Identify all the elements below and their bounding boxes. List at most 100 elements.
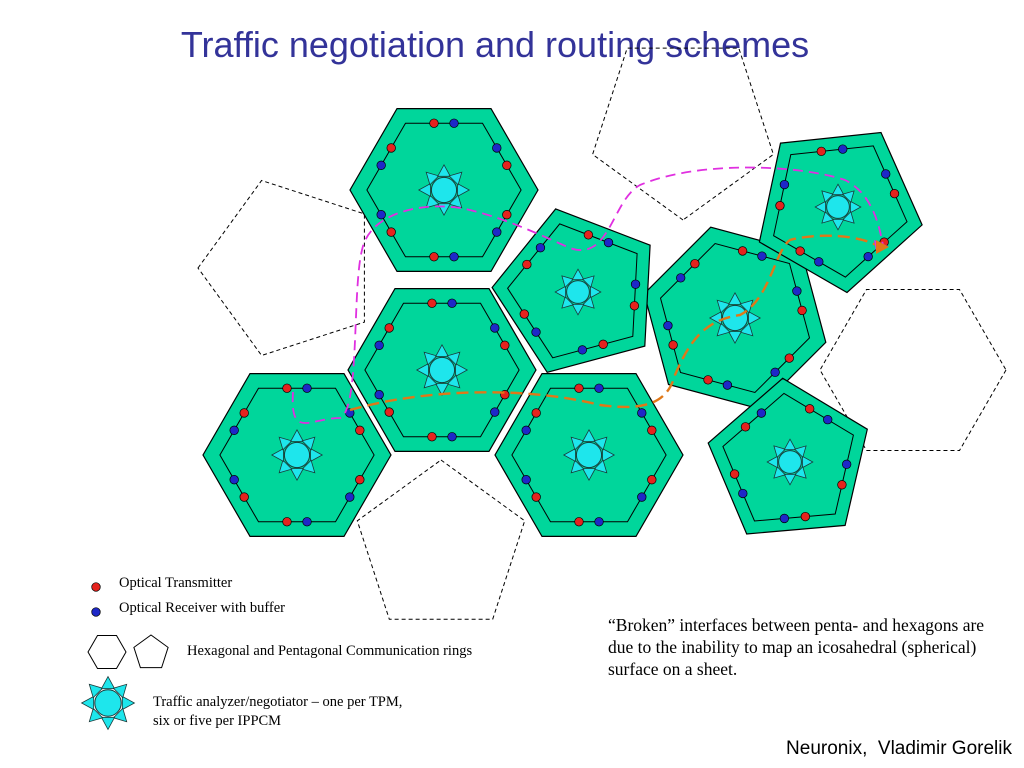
optical-transmitter <box>574 383 584 393</box>
optical-transmitter <box>583 230 594 240</box>
legend-analyzer-label-2: six or five per IPPCM <box>153 713 282 729</box>
optical-transmitter <box>647 475 657 485</box>
analyzer-ray <box>582 428 596 442</box>
magenta-route <box>291 166 884 424</box>
orange-route <box>349 234 877 412</box>
analyzer-ray <box>590 285 602 299</box>
analyzer-ray <box>278 459 293 474</box>
analyzer-ray <box>814 200 826 214</box>
analyzer-ray <box>831 218 845 231</box>
optical-receiver <box>492 143 502 153</box>
analyzer-core <box>430 176 458 204</box>
traffic-analyzer <box>814 183 862 231</box>
optical-receiver <box>449 118 459 128</box>
optical-transmitter <box>384 323 394 333</box>
optical-transmitter <box>429 118 439 128</box>
optical-transmitter <box>427 298 437 308</box>
analyzer-ray <box>766 455 778 469</box>
optical-receiver <box>376 160 386 170</box>
pentagon-module <box>707 377 868 535</box>
traffic-analyzer <box>766 438 814 486</box>
analyzer-ray <box>582 468 596 482</box>
optical-receiver <box>630 279 641 289</box>
analyzer-ray <box>841 190 855 204</box>
analyzer-ray <box>448 194 463 209</box>
hexagon-ring-icon <box>87 635 127 669</box>
analyzer-ray <box>290 468 304 482</box>
hexagon-module <box>202 373 392 538</box>
analyzer-ray <box>457 183 471 197</box>
analyzer-ray <box>562 448 576 462</box>
orange-route-arrowhead <box>876 240 889 254</box>
optical-receiver <box>490 323 500 333</box>
analyzer-ray <box>571 303 585 316</box>
optical-transmitter <box>239 492 249 502</box>
optical-receiver <box>449 252 459 262</box>
optical-transmitter-icon <box>91 582 101 592</box>
optical-receiver <box>792 286 802 296</box>
analyzer-ray <box>425 194 440 209</box>
traffic-analyzer <box>554 268 602 316</box>
optical-receiver <box>521 475 531 485</box>
analyzer-ray <box>415 363 429 377</box>
optical-transmitter <box>629 301 640 311</box>
traffic-analyzer-icon <box>80 675 136 731</box>
broken-interfaces-note: “Broken” interfaces between penta- and h… <box>608 615 985 679</box>
optical-transmitter <box>239 408 249 418</box>
communication-ring <box>506 223 638 359</box>
author-credit: Neuronix, Vladimir Gorelik <box>786 738 1012 759</box>
optical-transmitter <box>690 259 700 269</box>
optical-transmitter <box>740 422 751 432</box>
analyzer-ray <box>841 210 855 224</box>
analyzer-ray <box>121 695 136 711</box>
analyzer-core <box>575 441 603 469</box>
virtual-ring-outline <box>592 47 774 221</box>
optical-transmitter <box>574 517 584 527</box>
analyzer-core <box>283 441 311 469</box>
analyzer-ray <box>446 374 461 389</box>
analyzer-ray <box>773 465 787 479</box>
analyzer-ray <box>425 171 440 186</box>
optical-receiver <box>663 320 673 331</box>
optical-transmitter <box>784 353 794 363</box>
optical-receiver <box>302 383 312 393</box>
optical-receiver <box>842 459 852 469</box>
pentagon-module <box>758 131 923 294</box>
optical-receiver <box>594 383 604 393</box>
analyzer-ray <box>783 473 797 486</box>
optical-receiver <box>676 273 686 283</box>
optical-transmitter <box>775 201 785 211</box>
analyzer-ray <box>112 683 128 699</box>
optical-transmitter <box>282 383 292 393</box>
analyzer-ray <box>602 448 616 462</box>
optical-transmitter <box>837 480 847 490</box>
legend-rings-label: Hexagonal and Pentagonal Communication r… <box>187 643 473 659</box>
optical-transmitter <box>355 425 365 435</box>
analyzer-ray <box>739 322 754 337</box>
analyzer-ray <box>570 459 585 474</box>
pentagon-ring-icon <box>133 634 169 669</box>
optical-receiver <box>302 517 312 527</box>
analyzer-ray <box>716 299 731 314</box>
legend-receiver-label: Optical Receiver with buffer <box>119 600 286 616</box>
analyzer-ray <box>423 374 438 389</box>
optical-receiver <box>229 425 239 435</box>
analyzer-ray <box>448 171 463 186</box>
analyzer-ray <box>437 163 451 177</box>
analyzer-ray <box>728 331 742 345</box>
optical-transmitter <box>502 210 512 220</box>
optical-transmitter <box>531 408 541 418</box>
analyzer-ray <box>783 438 797 451</box>
optical-receiver-icon <box>91 607 101 617</box>
optical-transmitter <box>737 246 748 256</box>
optical-receiver <box>521 425 531 435</box>
optical-receiver <box>779 179 790 190</box>
optical-transmitter <box>729 469 740 479</box>
analyzer-ray <box>100 716 116 731</box>
analyzer-ray <box>593 436 608 451</box>
optical-transmitter <box>502 160 512 170</box>
optical-receiver <box>447 298 457 308</box>
analyzer-core <box>566 280 590 304</box>
analyzer-ray <box>748 311 762 325</box>
